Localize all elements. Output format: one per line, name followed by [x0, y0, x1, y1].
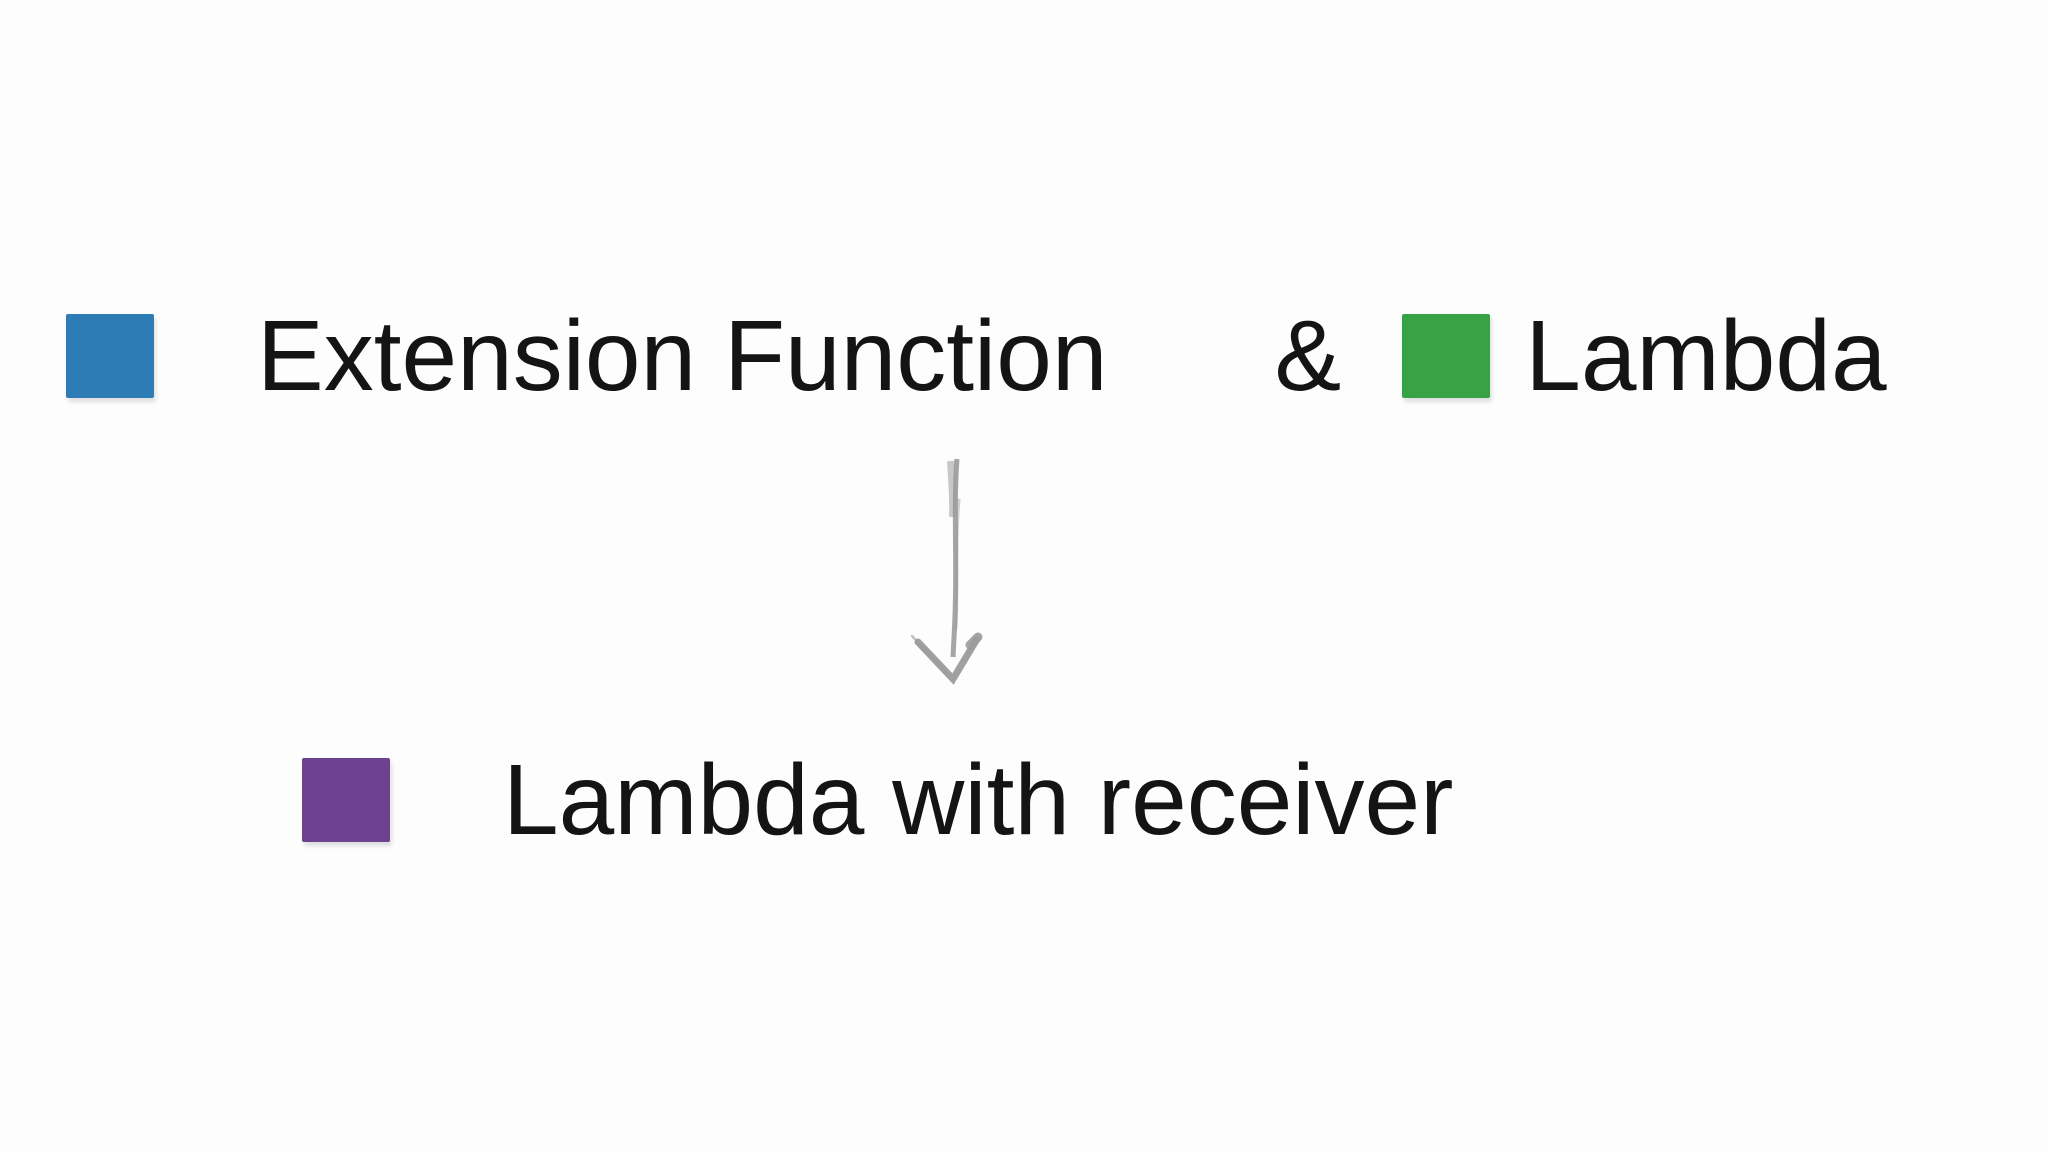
lambda-label: Lambda — [1525, 300, 1887, 412]
lambda-with-receiver-label: Lambda with receiver — [503, 744, 1454, 856]
result-row: Lambda with receiver — [302, 750, 1453, 850]
lambda-swatch-icon — [1402, 314, 1491, 398]
top-row: Extension Function & Lambda — [66, 306, 1887, 406]
arrow-down-icon — [910, 458, 983, 685]
lambda-with-receiver-swatch-icon — [302, 758, 390, 842]
ampersand-text: & — [1274, 300, 1342, 412]
extension-function-swatch-icon — [66, 314, 154, 398]
extension-function-label: Extension Function — [257, 300, 1108, 412]
